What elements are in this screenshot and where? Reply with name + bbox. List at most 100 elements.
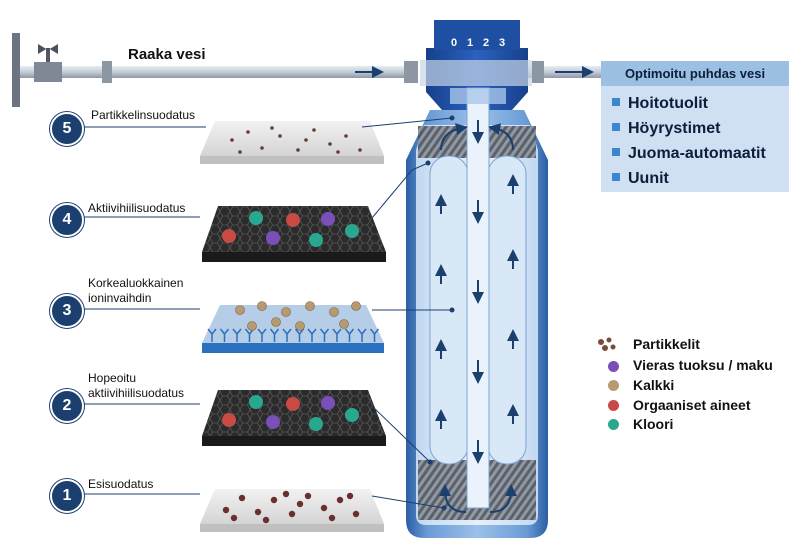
resin-icon [332, 328, 342, 342]
particle-dot [336, 150, 340, 154]
flow-curve-arrow [489, 484, 517, 513]
stage-4-plate [202, 206, 386, 262]
output-box [601, 86, 789, 192]
flow-curve-arrow [439, 484, 467, 513]
stage-1-label: Esisuodatus [88, 477, 154, 491]
stage-5-plate [200, 121, 384, 164]
particle-dot [296, 148, 300, 152]
output-item: Uunit [612, 170, 669, 188]
inlet-pipe [20, 66, 412, 78]
filter-head [420, 20, 532, 110]
particle-dot [278, 134, 282, 138]
legend-chlorine: Kloori [633, 416, 674, 432]
stage-4-label: Aktiivihiilisuodatus [88, 201, 186, 215]
inlet-coupling [404, 61, 418, 83]
legend-particles: Partikkelit [633, 336, 700, 352]
shutoff-valve-icon [34, 44, 112, 83]
resin-icon [294, 328, 305, 342]
outlet-coupling [532, 61, 544, 83]
limescale-dot [235, 305, 245, 315]
limescale-dot [305, 301, 315, 311]
resin-icon [257, 328, 267, 342]
stage-3-plate [202, 301, 384, 353]
red-dot-icon [608, 400, 619, 411]
particle-dot [312, 128, 316, 132]
particle-dot [358, 148, 362, 152]
filter-cartridge [406, 87, 548, 538]
particle-dot [346, 492, 354, 500]
stage-5-label: Partikkelinsuodatus [91, 108, 196, 122]
stage-badge-4: 4 [50, 203, 84, 237]
particle-dot [246, 130, 250, 134]
legend-odor-taste: Vieras tuoksu / maku [633, 357, 773, 373]
stage-3-label-line1: Korkealuokkainen [88, 276, 184, 290]
limescale-dot [247, 321, 257, 331]
limescale-dot [281, 307, 291, 317]
limescale-dot [339, 319, 349, 329]
valve-number: 3 [499, 37, 506, 49]
wall-mount [12, 33, 20, 107]
particles-icon [598, 337, 616, 351]
resin-icon [357, 328, 367, 342]
particle-dot [238, 494, 246, 502]
resin-icon [207, 328, 217, 342]
particle-dot [230, 138, 234, 142]
resin-icon [344, 328, 355, 342]
particle-dot [304, 138, 308, 142]
leader-lines [82, 117, 453, 509]
teal-dot-icon [608, 419, 619, 430]
resin-icon [282, 328, 292, 342]
output-item: Hoitotuolit [612, 95, 708, 113]
particle-dot [296, 500, 304, 508]
stage-badge-5: 5 [50, 112, 84, 146]
particle-dot [336, 496, 344, 504]
purple-dot-icon [608, 361, 619, 372]
particle-dot [304, 492, 312, 500]
bullet-icon [612, 172, 620, 181]
stage-badge-3: 3 [50, 294, 84, 328]
particle-dot [328, 514, 336, 522]
particle-dot [282, 490, 290, 498]
legend-limescale: Kalkki [633, 377, 675, 393]
particle-dot [238, 150, 242, 154]
particle-dot [222, 506, 230, 514]
bullet-icon [612, 147, 620, 156]
particle-dot [320, 504, 328, 512]
particle-dot [262, 516, 270, 524]
stage-1-plate [200, 489, 384, 532]
valve-number: 2 [483, 37, 490, 49]
particle-dot [270, 126, 274, 130]
limescale-dot [271, 317, 281, 327]
output-item: Höyrystimet [612, 120, 720, 138]
particle-dot [230, 514, 238, 522]
limescale-dot [295, 321, 305, 331]
particle-dot [270, 496, 278, 504]
particle-dot [260, 146, 264, 150]
stage-3-label-line2: ioninvaihdin [88, 291, 152, 305]
limescale-dot [351, 301, 361, 311]
stage-2-plate [202, 390, 386, 446]
inlet-label: Raaka vesi [128, 46, 206, 63]
particle-dot [254, 508, 262, 516]
limescale-dot [257, 301, 267, 311]
valve-number: 1 [467, 37, 474, 49]
flow-curve-arrow [440, 123, 468, 151]
legend-organics: Orgaaniset aineet [633, 397, 751, 413]
particle-dot [352, 510, 360, 518]
bullet-icon [612, 97, 620, 106]
resin-icon [219, 328, 230, 342]
stage-2-label-line1: Hopeoitu [88, 371, 137, 385]
resin-icon [319, 328, 330, 342]
tan-dot-icon [608, 380, 619, 391]
output-title: Optimoitu puhdas vesi [601, 61, 789, 86]
flow-curve-arrow [488, 123, 514, 151]
resin-icon [269, 328, 280, 342]
resin-icon [369, 328, 380, 342]
output-item: Juoma-automaatit [612, 145, 766, 163]
valve-number: 0 [451, 37, 458, 49]
particle-dot [288, 510, 296, 518]
stage-badge-1: 1 [50, 479, 84, 513]
stage-2-label-line2: aktiivihiilisuodatus [88, 386, 185, 400]
